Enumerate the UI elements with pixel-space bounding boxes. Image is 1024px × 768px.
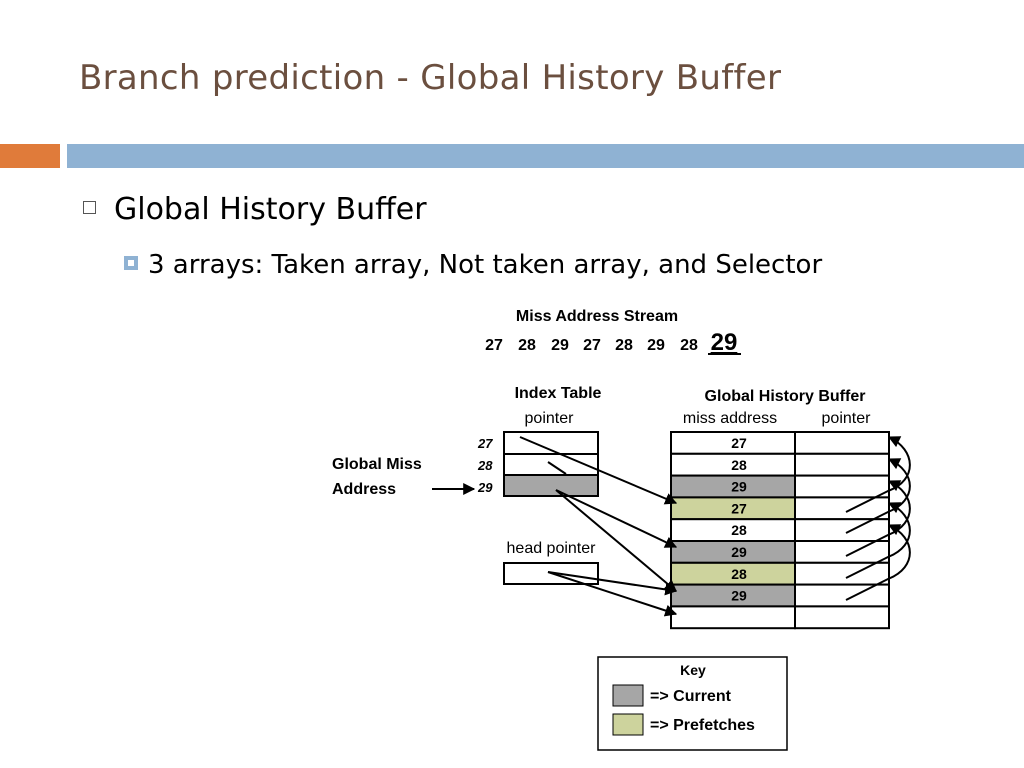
accent-bar-blue	[67, 144, 1024, 168]
bullet-level1: Global History Buffer	[83, 192, 427, 227]
global-miss-label-line2: Address	[332, 481, 396, 498]
stream-value: 28	[615, 337, 633, 354]
ghb-pointer-cell	[794, 452, 890, 477]
bullet-level2: 3 arrays: Taken array, Not taken array, …	[124, 250, 822, 280]
stream-value: 29	[647, 337, 665, 354]
ghb-miss-value: 29	[731, 479, 747, 495]
index-row-29	[503, 474, 599, 497]
ghb-pointer-header: pointer	[822, 410, 872, 427]
key-title: Key	[680, 662, 706, 678]
ghb-pointer-cell	[794, 496, 890, 521]
ghb-miss-value: 28	[731, 566, 747, 582]
stream-value: 27	[485, 337, 503, 354]
stream-value: 27	[583, 337, 601, 354]
ghb-miss-address-header: miss address	[683, 410, 777, 427]
index-table-pointer-header: pointer	[525, 410, 575, 427]
ghb-pointer-cell	[794, 540, 890, 564]
ghb-miss-value: 28	[731, 522, 747, 538]
ghb-pointer-cell	[794, 561, 890, 586]
index-table-title: Index Table	[515, 385, 602, 402]
bullet-level1-text: Global History Buffer	[114, 192, 427, 227]
ghb-pointer-cell	[794, 605, 890, 630]
arrow-index27-to-ghb	[519, 436, 678, 505]
ghb-miss-value: 27	[731, 500, 747, 516]
ghb-miss-value: 29	[731, 588, 747, 604]
ghb-pointer-cell	[794, 518, 890, 543]
stream-value: 28	[680, 337, 698, 354]
arrow-index29-to-ghb-b	[555, 489, 677, 592]
key-prefetch-label: => Prefetches	[650, 717, 755, 734]
arrow-head-to-ghb-a	[547, 571, 678, 596]
ghb-pointer-cell	[794, 474, 890, 499]
arrow-index28-stub	[547, 461, 567, 475]
slide-title: Branch prediction - Global History Buffe…	[79, 58, 782, 98]
stream-value: 29	[551, 337, 569, 354]
ghb-link-row7-to-row4	[845, 502, 911, 579]
ghb-miss-value: 28	[731, 457, 747, 473]
index-key-27: 27	[477, 436, 493, 451]
hollow-square-bullet-icon	[83, 201, 96, 214]
arrow-head-to-ghb-b	[547, 571, 678, 617]
ghb-link-row8-to-row5	[845, 524, 911, 601]
bullet-level2-text: 3 arrays: Taken array, Not taken array, …	[148, 250, 823, 280]
key-prefetch-swatch	[612, 713, 644, 736]
stream-title: Miss Address Stream	[516, 308, 678, 325]
arrow-index29-to-ghb-a	[555, 489, 678, 548]
head-pointer-label: head pointer	[507, 540, 597, 557]
key-current-swatch	[612, 684, 644, 707]
stream-value: 28	[518, 337, 536, 354]
ghb-miss-cell	[670, 605, 796, 630]
filled-square-bullet-icon	[124, 256, 138, 270]
ghb-miss-value: 27	[731, 435, 747, 451]
ghb-miss-value: 29	[731, 544, 747, 560]
index-key-29: 29	[477, 480, 493, 495]
ghb-title: Global History Buffer	[705, 388, 866, 405]
ghb-pointer-cell	[794, 431, 890, 455]
ghb-pointer-cell	[794, 583, 890, 608]
accent-bar-orange	[0, 144, 60, 168]
stream-current-value: 29	[711, 329, 738, 356]
key-current-label: => Current	[650, 688, 732, 705]
index-key-28: 28	[477, 458, 493, 473]
global-miss-label-line1: Global Miss	[332, 456, 422, 473]
